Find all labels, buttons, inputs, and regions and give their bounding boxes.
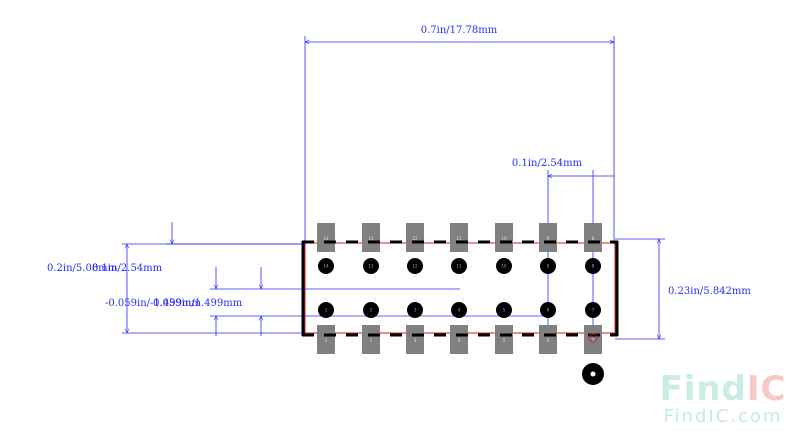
pad-top: 8 (584, 223, 602, 252)
pin-hole-label: 9 (547, 264, 550, 269)
dimension-lines (122, 36, 665, 350)
pad-top: 12 (406, 223, 424, 252)
pin-hole-label: 8 (592, 264, 595, 269)
pad-top-label: 9 (547, 236, 550, 241)
pin-hole-bottom: 1 (318, 302, 334, 318)
pin-hole-label: 4 (458, 308, 461, 313)
pin-hole-top: 8 (585, 258, 601, 274)
pad-top-label: 11 (456, 236, 462, 241)
pin-hole-label: 3 (414, 308, 417, 313)
pads-top-row: 14 13 12 11 10 9 8 (317, 223, 602, 252)
pad-top: 13 (362, 223, 380, 252)
pad-top: 10 (495, 223, 513, 252)
watermark-ic: IC (746, 369, 787, 409)
pin-hole-label: 10 (501, 264, 507, 269)
pin-hole-bottom: 7 (585, 302, 601, 318)
pad-top-label: 12 (412, 236, 418, 241)
pad-top: 9 (539, 223, 557, 252)
pin-hole-top: 12 (407, 258, 423, 274)
dim-pad-offset-b: 0.059in/1.499mm (153, 298, 243, 309)
pin-holes: 14 1 13 2 12 3 11 4 10 5 9 6 8 7 (318, 258, 601, 318)
dim-width-top: 0.7in/17.78mm (421, 25, 498, 36)
pad-bottom: 5 (495, 325, 513, 354)
pin-hole-bottom: 4 (451, 302, 467, 318)
pin-hole-label: 6 (547, 308, 550, 313)
pad-bottom-label: 5 (503, 338, 506, 343)
pin-hole-label: 2 (370, 308, 373, 313)
watermark-logo: FindIC FindIC.com (658, 372, 788, 428)
pad-top-label: 10 (501, 236, 507, 241)
pad-top: 14 (317, 223, 335, 252)
pad-bottom-label: 3 (414, 338, 417, 343)
pad-bottom: 1 (317, 325, 335, 354)
pin-hole-top: 9 (540, 258, 556, 274)
pin-hole-top: 13 (363, 258, 379, 274)
courtyard-outline (304, 242, 616, 334)
pin-hole-top: 14 (318, 258, 334, 274)
watermark-find: Find (659, 369, 747, 409)
pad-top-label: 13 (368, 236, 374, 241)
pin-hole-top: 10 (496, 258, 512, 274)
pad-bottom-label: 7 (592, 338, 595, 343)
pin-hole-bottom: 5 (496, 302, 512, 318)
dim-left-outer: 0.2in/5.08mm (47, 263, 118, 274)
pin-hole-label: 1 (325, 308, 328, 313)
pin1-marker-dot (590, 371, 596, 377)
pin-hole-label: 14 (323, 264, 329, 269)
pin-hole-label: 5 (503, 308, 506, 313)
pin-hole-bottom: 3 (407, 302, 423, 318)
watermark-url: FindIC.com (663, 406, 783, 427)
pad-bottom-label: 6 (547, 338, 550, 343)
pad-bottom: 4 (450, 325, 468, 354)
pad-bottom: 3 (406, 325, 424, 354)
pin-hole-bottom: 6 (540, 302, 556, 318)
pad-top-label: 8 (592, 236, 595, 241)
pads-bottom-row: 1 2 3 4 5 6 7 (317, 325, 602, 354)
pin1-pad-ring (588, 333, 598, 343)
pin-hole-top: 11 (451, 258, 467, 274)
dim-pad-offset-a: -0.059in/-1.499mm (105, 298, 202, 309)
pad-top: 11 (450, 223, 468, 252)
pad-top-label: 14 (323, 236, 329, 241)
pad-bottom: 7 (584, 325, 602, 354)
dim-pitch: 0.1in/2.54mm (512, 158, 583, 169)
pad-bottom-label: 1 (325, 338, 328, 343)
pin-hole-label: 12 (412, 264, 418, 269)
pad-bottom-label: 2 (370, 338, 373, 343)
pin-hole-label: 11 (456, 264, 462, 269)
pin-hole-label: 7 (592, 308, 595, 313)
silkscreen-outline (301, 240, 619, 337)
dim-left-inner: 0.1in/2.54mm (92, 263, 163, 274)
pad-bottom: 2 (362, 325, 380, 354)
pad-bottom-label: 4 (458, 338, 461, 343)
dim-height-right: 0.23in/5.842mm (668, 286, 751, 297)
pin-hole-bottom: 2 (363, 302, 379, 318)
pad-bottom: 6 (539, 325, 557, 354)
pin-hole-label: 13 (368, 264, 374, 269)
